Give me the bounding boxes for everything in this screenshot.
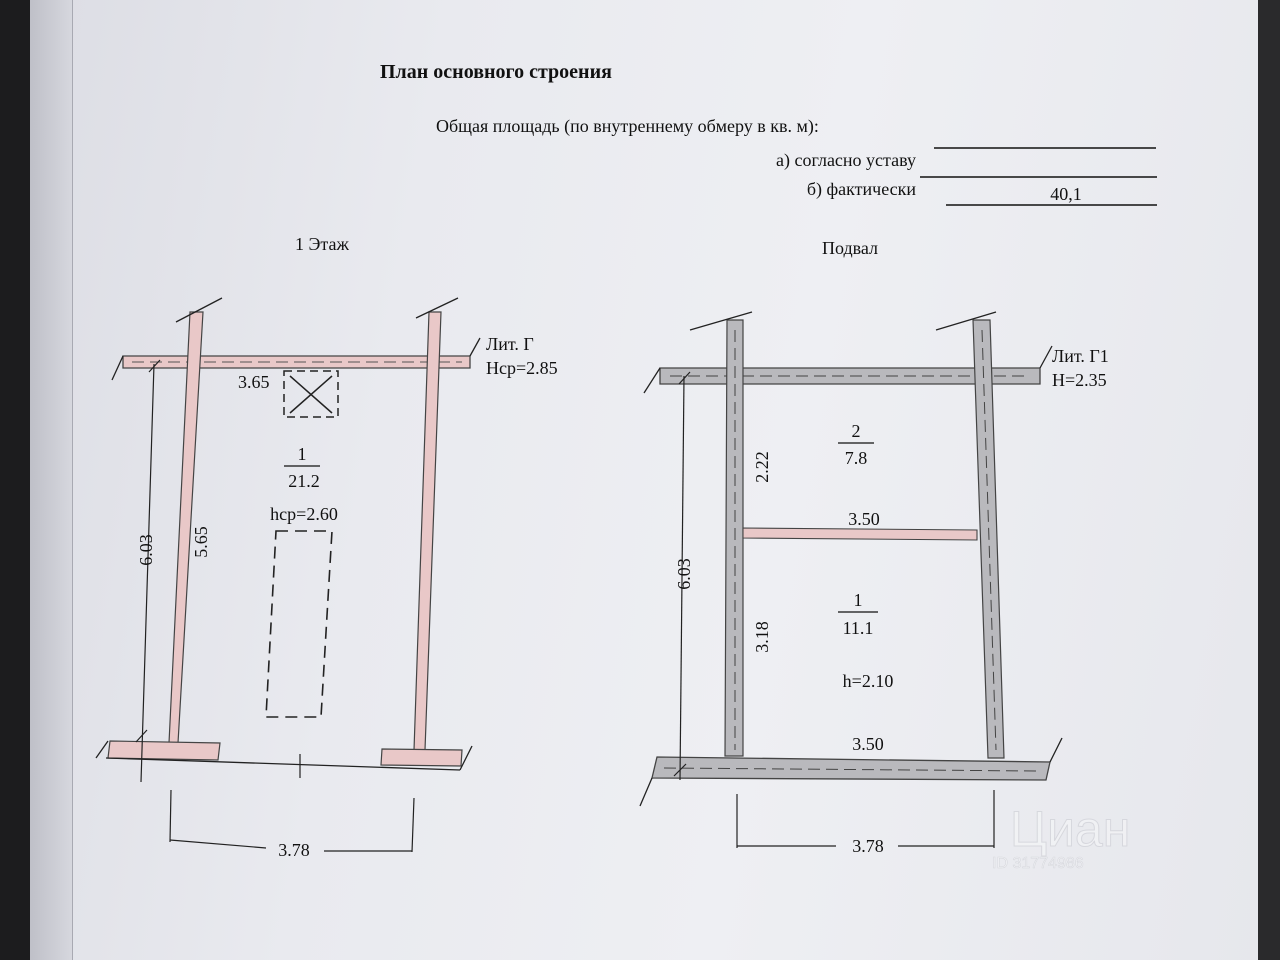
actual-area-value: 40,1	[1050, 184, 1082, 204]
basement-room1-number: 1	[854, 590, 863, 610]
floor1-height-label: Нср=2.85	[486, 358, 558, 378]
floor1-dim-bottom-line	[169, 789, 415, 853]
floor1-right-pad	[380, 748, 463, 767]
floor1-inspection-pit	[265, 530, 333, 718]
page-edge	[1258, 0, 1280, 960]
floor1-dim-top-inner: 3.65	[238, 372, 270, 392]
floor1-break-left-top	[175, 297, 223, 323]
basement-room1-height: h=2.10	[843, 671, 894, 691]
document-sheet	[30, 0, 1268, 960]
basement-dim-bottom-line	[736, 790, 995, 848]
basement-dim-partition: 3.50	[848, 509, 880, 529]
floor1-break-left	[111, 355, 124, 381]
basement-partition	[742, 527, 978, 541]
floor1-dim-bottom: 3.78	[278, 840, 310, 860]
basement-left-wall	[724, 319, 744, 757]
floor1-right-wall	[413, 311, 442, 751]
floor1-dim-left-outer: 6.03	[136, 534, 156, 566]
basement-walls	[639, 311, 1063, 807]
floor1-break-right-top	[415, 297, 459, 319]
actual-area-label: б) фактически	[807, 179, 917, 200]
floor1-dim-left-inner: 5.65	[191, 526, 211, 558]
floor1-hatch-opening	[283, 370, 339, 418]
floor1-walls	[95, 297, 481, 778]
basement-height-label: Н=2.35	[1052, 370, 1107, 390]
basement-lit-label: Лит. Г1	[1052, 346, 1109, 366]
basement-dim-room2-height: 2.22	[752, 451, 772, 483]
basement-bottom-slab	[651, 756, 1051, 781]
basement-room1-area: 11.1	[843, 618, 874, 638]
basement-room2-area: 7.8	[845, 448, 868, 468]
floor1-room-height: hср=2.60	[270, 504, 338, 524]
binding-strip	[30, 0, 73, 960]
total-area-label: Общая площадь (по внутреннему обмеру в к…	[436, 116, 819, 137]
watermark-code: ID 31774986	[992, 855, 1084, 872]
charter-area-label: а) согласно уставу	[776, 150, 916, 171]
basement-dim-room1-height: 3.18	[752, 621, 772, 653]
page-title: План основного строения	[380, 61, 612, 83]
basement-room2-number: 2	[852, 421, 861, 441]
floor1-break-right	[469, 337, 481, 357]
basement-heading: Подвал	[822, 238, 878, 258]
floor1-lit-label: Лит. Г	[486, 334, 534, 354]
basement-dim-left-outer: 6.03	[674, 558, 694, 590]
basement-dim-left-outer-line	[673, 371, 691, 781]
floor1-base-line	[105, 757, 461, 771]
floor1-dim-left-outer-line	[135, 359, 161, 783]
basement-dim-bottom: 3.78	[852, 836, 884, 856]
watermark-logo: Циан	[1010, 801, 1130, 857]
floor1-room-area: 21.2	[288, 471, 320, 491]
floor1-room-number: 1	[298, 444, 307, 464]
cian-watermark: Циан ID 31774986	[992, 801, 1131, 873]
basement-dim-bottom-inner: 3.50	[852, 734, 884, 754]
floor1-left-pad	[107, 740, 221, 761]
floor1-heading: 1 Этаж	[295, 234, 349, 254]
